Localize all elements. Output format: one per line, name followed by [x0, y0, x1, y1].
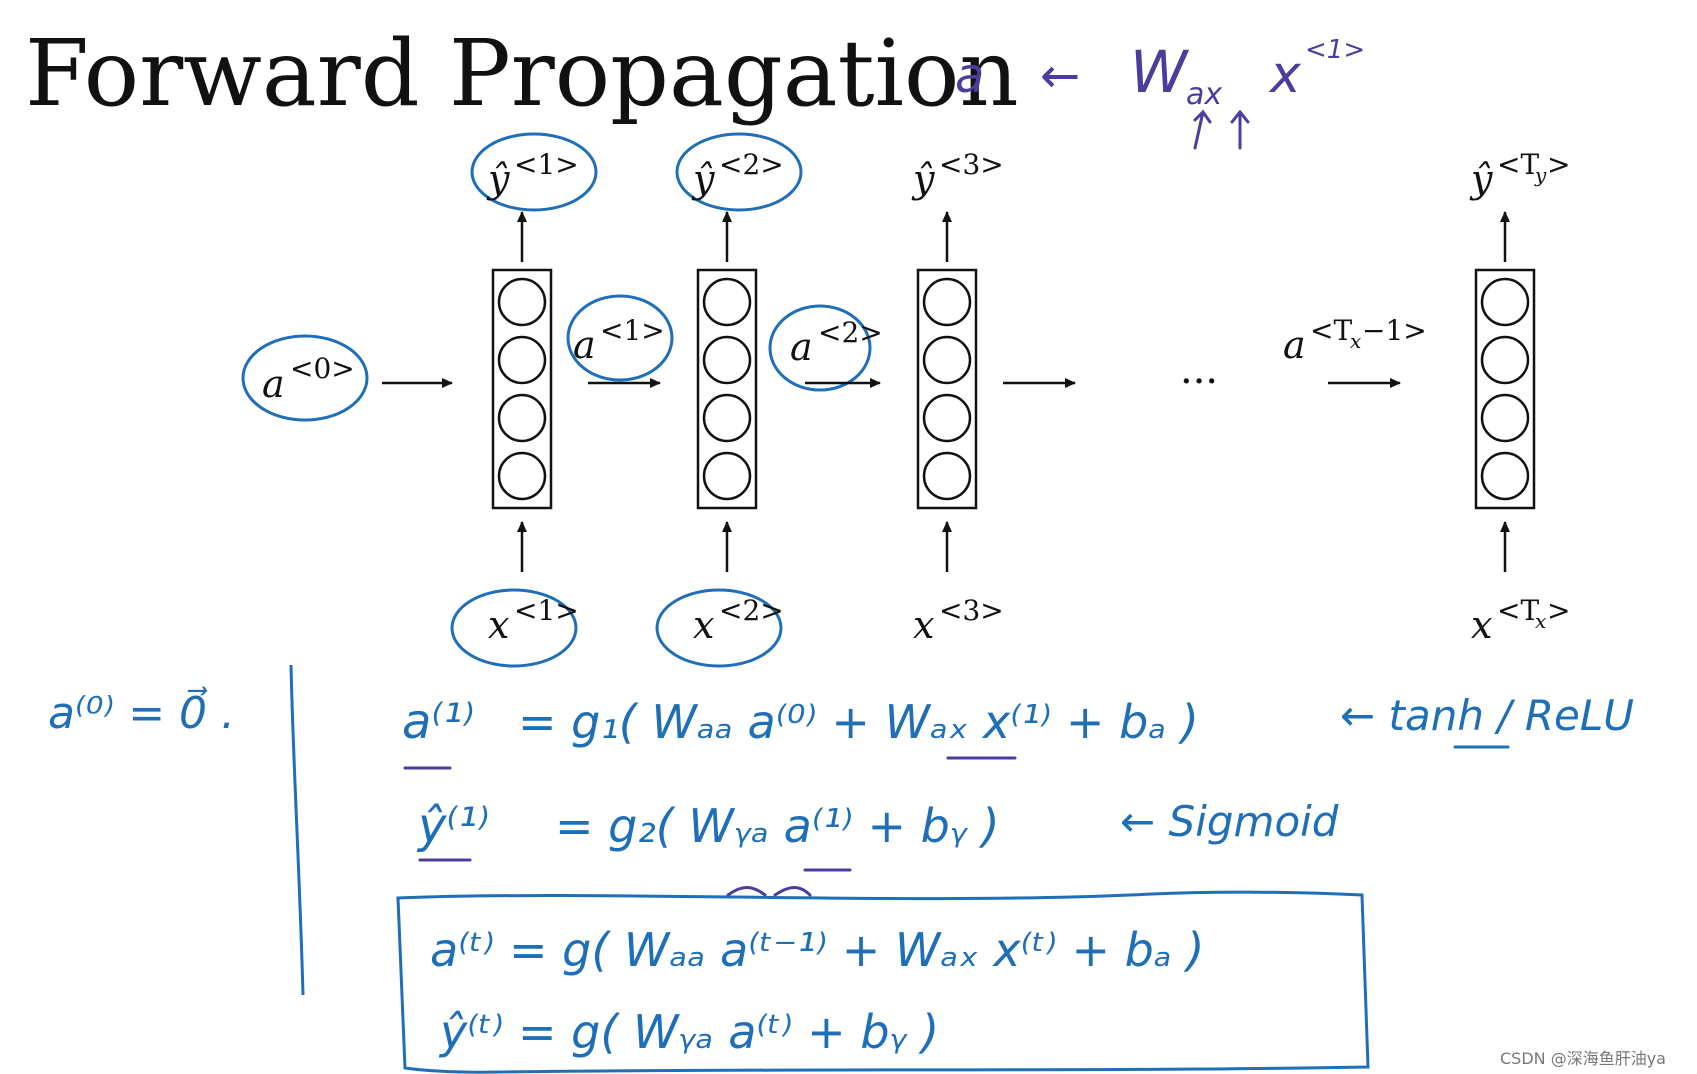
- input-1-base: x: [488, 603, 509, 647]
- hidden-a1-base: a: [573, 323, 596, 367]
- input-3-sup: <3>: [939, 594, 1004, 627]
- cell-4-unit-1: [1480, 277, 1530, 327]
- cell-4-unit-4: [1480, 451, 1530, 501]
- cell-1-unit-2: [497, 335, 547, 385]
- cell-2-unit-1: [702, 277, 752, 327]
- summary-box: [396, 890, 1370, 1074]
- input-4-sup: <T: [1497, 594, 1539, 627]
- input-4-base: x: [1471, 603, 1492, 647]
- initial-activation: a <0>: [241, 334, 453, 422]
- cell-3-unit-1: [922, 277, 972, 327]
- rnn-cell-2: ŷ<2>x<2>: [655, 132, 803, 668]
- hidden-last-base: a: [1283, 323, 1306, 367]
- annot-weight-sub: ax: [1186, 77, 1222, 112]
- input-4-sup-end: >: [1547, 594, 1570, 627]
- annot-x-sup: <1>: [1305, 35, 1365, 65]
- input-4-sup-sub: x: [1535, 609, 1546, 633]
- hidden-activations: a <1> a <2> ··· a <T x −1>: [566, 294, 1427, 405]
- cell-4-unit-2: [1480, 335, 1530, 385]
- eq2-lhs: ŷ⁽¹⁾: [416, 798, 489, 854]
- input-1-sup: <1>: [514, 594, 579, 627]
- hidden-a1-circle: [566, 294, 674, 382]
- output-2-base: ŷ: [691, 157, 715, 201]
- cell-2-unit-3: [702, 393, 752, 443]
- cell-3-unit-3: [922, 393, 972, 443]
- cell-4-unit-3: [1480, 393, 1530, 443]
- output-1-sup: <1>: [514, 148, 579, 181]
- output-3-base: ŷ: [911, 157, 935, 201]
- hidden-a2-sup: <2>: [818, 316, 883, 349]
- handwritten-notes: a⁽⁰⁾ = 0⃗ . a⁽¹⁾ = g₁( Wₐₐ a⁽⁰⁾ + Wₐₓ x⁽…: [48, 686, 1634, 1074]
- annot-arrow: ←: [1040, 48, 1080, 104]
- box-eq2: ŷ⁽ᵗ⁾ = g( Wᵧₐ a⁽ᵗ⁾ + bᵧ ): [438, 1005, 939, 1059]
- annot-pointer-arrow-1: [1193, 109, 1212, 150]
- box-eq1: a⁽ᵗ⁾ = g( Wₐₐ a⁽ᵗ⁻¹⁾ + Wₐₓ x⁽ᵗ⁾ + bₐ ): [430, 923, 1204, 977]
- initial-activation-sup: <0>: [290, 352, 355, 385]
- slide-title: Forward Propagation: [25, 20, 1019, 127]
- eq2-rhs: = g₂( Wᵧₐ a⁽¹⁾ + bᵧ ): [555, 799, 1000, 853]
- eq2-dim-marks: [726, 886, 812, 897]
- input-2-base: x: [693, 603, 714, 647]
- cell-3-unit-4: [922, 451, 972, 501]
- hidden-a2-base: a: [790, 325, 813, 369]
- output-4-sup-sub: y: [1534, 163, 1547, 187]
- annot-weight: W: [1130, 38, 1190, 106]
- top-annotation: a ← W ax x <1>: [955, 35, 1365, 150]
- hidden-a1-sup: <1>: [600, 314, 665, 347]
- hidden-last-sup-sub: x: [1350, 329, 1361, 353]
- rnn-cell-4: ŷ<Ty>x<Tx>: [1469, 148, 1570, 647]
- note-init: a⁽⁰⁾ = 0⃗ .: [48, 686, 235, 739]
- initial-activation-base: a: [262, 362, 285, 406]
- cell-2-unit-4: [702, 451, 752, 501]
- cell-2-output-circle: [675, 132, 803, 212]
- output-4-sup-end: >: [1547, 148, 1570, 181]
- annot-pointer-arrow-2: [1230, 109, 1250, 150]
- cell-1-unit-4: [497, 451, 547, 501]
- eq2-activation-note: ← Sigmoid: [1120, 797, 1339, 846]
- cell-1-unit-1: [497, 277, 547, 327]
- initial-activation-circle: [241, 334, 369, 422]
- notes-divider: [289, 664, 305, 996]
- hidden-a2-circle: [768, 304, 872, 392]
- eq1-rhs: = g₁( Wₐₐ a⁽⁰⁾ + Wₐₓ x⁽¹⁾ + bₐ ): [518, 695, 1199, 749]
- rnn-cells: ŷ<1>x<1>ŷ<2>x<2>ŷ<3>x<3>ŷ<Ty>x<Tx>: [450, 132, 1570, 668]
- ellipsis: ···: [1180, 359, 1218, 405]
- hidden-last-sup-end: −1>: [1362, 314, 1427, 347]
- cell-2-input-circle: [655, 588, 783, 668]
- eq1-lhs: a⁽¹⁾: [402, 694, 474, 750]
- eq1-activation-note: ← tanh / ReLU: [1340, 691, 1634, 740]
- cell-1-unit-3: [497, 393, 547, 443]
- output-1-base: ŷ: [486, 157, 510, 201]
- watermark: CSDN @深海鱼肝油ya: [1500, 1049, 1666, 1068]
- annot-lhs: a: [955, 48, 984, 104]
- output-4-sup: <T: [1497, 148, 1539, 181]
- hidden-last-sup: <T: [1310, 314, 1352, 347]
- rnn-cell-1: ŷ<1>x<1>: [450, 132, 598, 668]
- input-3-base: x: [913, 603, 934, 647]
- cell-1-input-circle: [450, 588, 578, 668]
- rnn-cell-3: ŷ<3>x<3>: [911, 148, 1004, 647]
- cell-2-unit-2: [702, 335, 752, 385]
- output-2-sup: <2>: [719, 148, 784, 181]
- annot-x: x: [1268, 45, 1302, 105]
- cell-1-output-circle: [470, 132, 598, 212]
- input-2-sup: <2>: [719, 594, 784, 627]
- cell-3-unit-2: [922, 335, 972, 385]
- output-3-sup: <3>: [939, 148, 1004, 181]
- output-4-base: ŷ: [1469, 157, 1493, 201]
